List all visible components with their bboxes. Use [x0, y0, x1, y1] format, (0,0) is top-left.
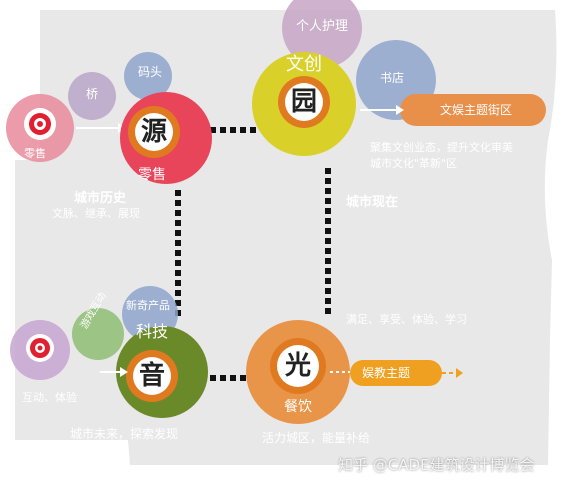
interact-label: 互动、体验	[22, 391, 77, 404]
retail-target-label: 零售	[24, 147, 46, 160]
yuan-sub-label: 零售	[138, 167, 166, 183]
yuan2-desc-line2: 城市文化"革新"区	[370, 157, 458, 170]
yuan-side-label: 城市历史	[74, 191, 127, 206]
yuan-char: 源	[140, 117, 167, 147]
personal-care-circle	[282, 0, 362, 68]
entertainment-bar	[350, 360, 442, 386]
yuan2-desc-line1: 聚集文创业态，提升文化审美	[370, 141, 513, 154]
yuan2-top-label: 文创	[286, 54, 322, 75]
yin-side-label: 城市未来，探索发现	[70, 427, 179, 441]
pier-label: 码头	[138, 65, 163, 79]
guang-desc: 满足、享受、体验、学习	[346, 313, 467, 326]
guang-char: 光	[284, 351, 311, 381]
culture-street-bar	[400, 94, 546, 126]
yin-char: 音	[138, 361, 165, 391]
new-products-label: 新奇产品	[126, 299, 170, 312]
watermark: 知乎 @CADE建筑设计博览会	[338, 456, 535, 474]
bridge-circle	[68, 72, 116, 120]
yuan2-char: 园	[290, 87, 317, 117]
guang-bottom-label: 活力城区，能量补给	[262, 431, 371, 445]
game-interaction-circle	[72, 308, 124, 360]
bridge-label: 桥	[86, 87, 99, 101]
pier-circle	[124, 52, 172, 100]
yin-top-label: 科技	[136, 322, 169, 341]
entertainment-label: 娱教主题	[362, 366, 411, 380]
yuan-desc: 文脉、继承、展现	[52, 207, 140, 220]
bookstore-label: 书店	[380, 71, 405, 85]
culture-street-label: 文娱主题街区	[440, 103, 513, 117]
yuan2-side-label: 城市现在	[346, 195, 399, 210]
guang-sub-label: 餐饮	[284, 399, 312, 415]
personal-care-label: 个人护理	[296, 19, 349, 34]
